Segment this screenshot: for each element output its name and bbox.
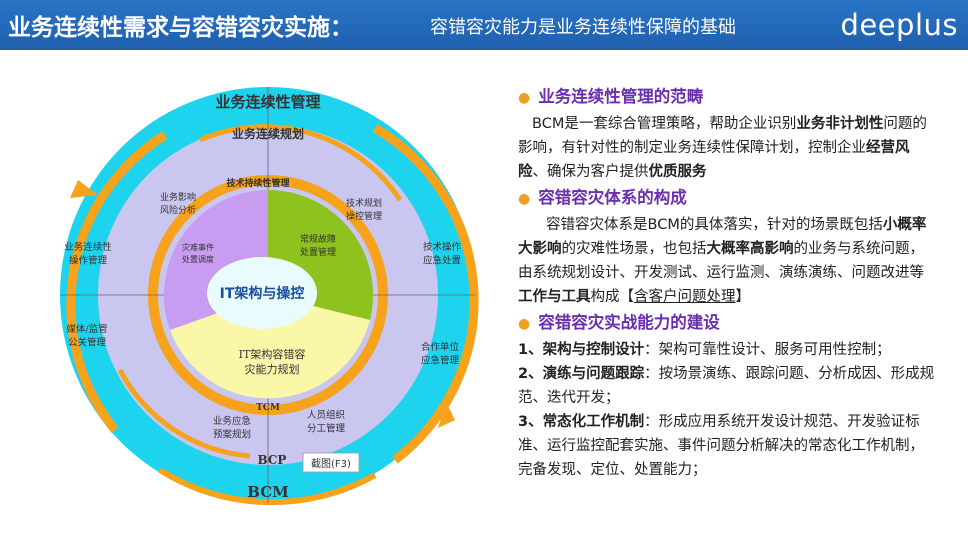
- outer-ring-title: 业务连续性管理: [215, 93, 320, 111]
- deeplus-logo: deeplus: [840, 8, 958, 42]
- right-panel: ●业务连续性管理的范畴 BCM是一套综合管理策略，帮助企业识别业务非计划性问题的…: [518, 83, 938, 482]
- capability-item-1: 1、架构与控制设计：架构可靠性设计、服务可用性控制；: [518, 342, 891, 358]
- label-staff: 人员组织分工管理: [307, 409, 346, 435]
- label-media: 媒体/监管公关管理: [66, 323, 107, 349]
- pie-green-label: 常规故障处置管理: [300, 233, 336, 258]
- section-scope-text: BCM是一套综合管理策略，帮助企业识别业务非计划性问题的影响，有针对性的制定业务…: [518, 116, 927, 180]
- page-title: 业务连续性需求与容错容灾实施：: [8, 15, 353, 41]
- bullet-dot-icon: ●: [518, 191, 531, 207]
- screenshot-tooltip-text: 截图(F3): [311, 457, 351, 470]
- label-bcm-ops: 业务连续性操作管理: [64, 241, 112, 267]
- label-emergency-plan: 业务应急预案规划: [213, 415, 252, 441]
- bcm-ring-diagram: IT架构与操控 业务连续性管理 业务连续规划 技术持续性管理 BCM BCP T…: [60, 87, 479, 506]
- center-ellipse: [207, 257, 317, 329]
- section-composition-heading: ●容错容灾体系的构成: [518, 188, 687, 207]
- second-arc-orange-2: [117, 368, 251, 459]
- capability-item-3: 3、常态化工作机制：形成应用系统开发设计规范、开发验证标准、运行监控配套实施、事…: [518, 414, 924, 478]
- label-bcp: BCP: [258, 453, 287, 467]
- second-ring-title: 业务连续规划: [232, 126, 304, 141]
- label-tcm: TCM: [256, 403, 280, 413]
- outer-arc-arrow-bottom: [158, 467, 377, 506]
- label-bcm: BCM: [247, 483, 289, 501]
- section-composition-text: 容错容灾体系是BCM的具体落实，针对的场景既包括小概率大影响的灾难性场景，也包括…: [518, 217, 927, 305]
- label-tech-ops: 技术操作应急处置: [423, 241, 462, 267]
- pie-yellow: [170, 295, 370, 399]
- section-capability-heading: ●容错容灾实战能力的建设: [518, 313, 720, 332]
- label-tech-plan: 技术规划操控管理: [346, 197, 382, 222]
- center-label: IT架构与操控: [220, 285, 305, 302]
- header-bar: 业务连续性需求与容错容灾实施： 容错容灾能力是业务连续性保障的基础 deeplu…: [0, 0, 968, 50]
- screenshot-tooltip[interactable]: [302, 452, 360, 473]
- capability-item-2: 2、演练与问题跟踪：按场景演练、跟踪问题、分析成因、形成规范、迭代开发；: [518, 366, 935, 406]
- bullet-dot-icon: ●: [518, 90, 531, 106]
- bullet-dot-icon: ●: [518, 316, 531, 332]
- section-scope-heading: ●业务连续性管理的范畴: [518, 87, 704, 106]
- pie-yellow-label: IT架构容错容灾能力规划: [239, 347, 306, 376]
- page-subtitle: 容错容灾能力是业务连续性保障的基础: [430, 17, 736, 38]
- third-ring-title: 技术持续性管理: [226, 177, 289, 189]
- outer-arc-arrow-right: [372, 124, 479, 464]
- label-biz-impact: 业务影响风险分析: [160, 191, 196, 216]
- outer-arc-arrow-left: [66, 131, 168, 433]
- ring-label-group: 灾难事件处置调度 常规故障处置管理 IT架构容错容灾能力规划 业务影响风险分析 技术规划…: [64, 191, 461, 441]
- arrow-head-right: [438, 402, 455, 428]
- pie-purple-label: 灾难事件处置调度: [182, 242, 214, 264]
- second-arc-orange: [199, 124, 403, 202]
- arrow-head-left: [70, 180, 98, 198]
- label-partner: 合作单位应急管理: [421, 341, 460, 367]
